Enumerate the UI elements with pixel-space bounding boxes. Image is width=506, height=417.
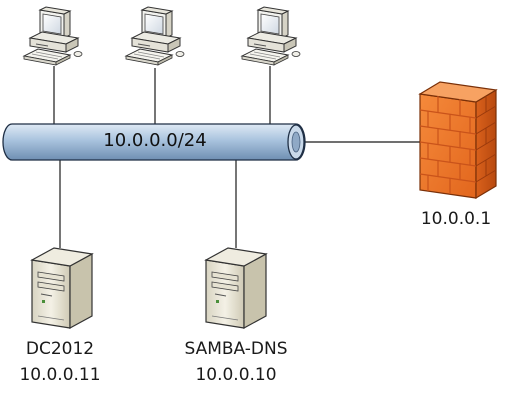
firewall-ip-label: 10.0.0.1 [420,209,492,229]
server-ip-label: 10.0.0.10 [195,365,277,385]
workstation-icon [125,6,185,66]
workstation-icon [241,6,301,66]
firewall-icon [418,81,498,200]
connector-lines [53,66,420,248]
server-icon [31,247,93,329]
network-bus [2,123,306,161]
server-ip-label: 10.0.0.11 [19,365,101,385]
workstation-icon [23,6,83,66]
server-name-label: SAMBA-DNS [184,339,288,359]
server-name-label: DC2012 [25,339,95,359]
subnet-label: 10.0.0.0/24 [103,130,207,151]
server-icon [205,247,267,329]
